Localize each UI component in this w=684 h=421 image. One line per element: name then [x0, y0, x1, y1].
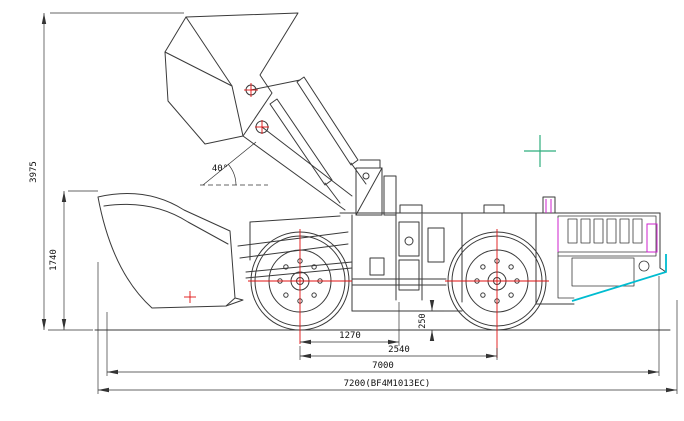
air-cleaner: [542, 196, 556, 214]
dim-label-body-length: 7000: [372, 361, 394, 371]
rear-ramp-highlight: [571, 254, 667, 302]
engine-compartment: [557, 215, 657, 299]
boom-tower: [355, 159, 397, 216]
dimension-annotations: 3975 1740 1270 2540 250 7000 7200(BF4M10…: [29, 12, 678, 394]
dump-angle-annotation: 40°: [200, 141, 268, 186]
dim-label-total-height: 3975: [29, 161, 39, 183]
dim-label-wheelbase: 2540: [388, 345, 410, 355]
bucket-lowered: [97, 193, 353, 309]
dim-label-ground-clearance: 250: [418, 313, 428, 328]
hydraulic-tank: [427, 227, 445, 263]
dim-label-overall-length: 7200(BF4M1013EC): [344, 379, 431, 389]
top-box-2: [483, 204, 505, 214]
dump-angle-label: 40°: [212, 164, 228, 174]
bucket-raised: [164, 12, 299, 145]
machine-body: [249, 196, 667, 312]
center-marks: [184, 83, 549, 358]
magenta-details: [545, 199, 658, 253]
dim-label-bucket-height: 1740: [49, 249, 59, 271]
snap-crosshair-icon: [524, 135, 556, 167]
dim-label-axle-articulation: 1270: [339, 331, 361, 341]
top-box-1: [399, 204, 423, 214]
boom-raised: [242, 76, 367, 211]
step-block: [369, 257, 385, 276]
